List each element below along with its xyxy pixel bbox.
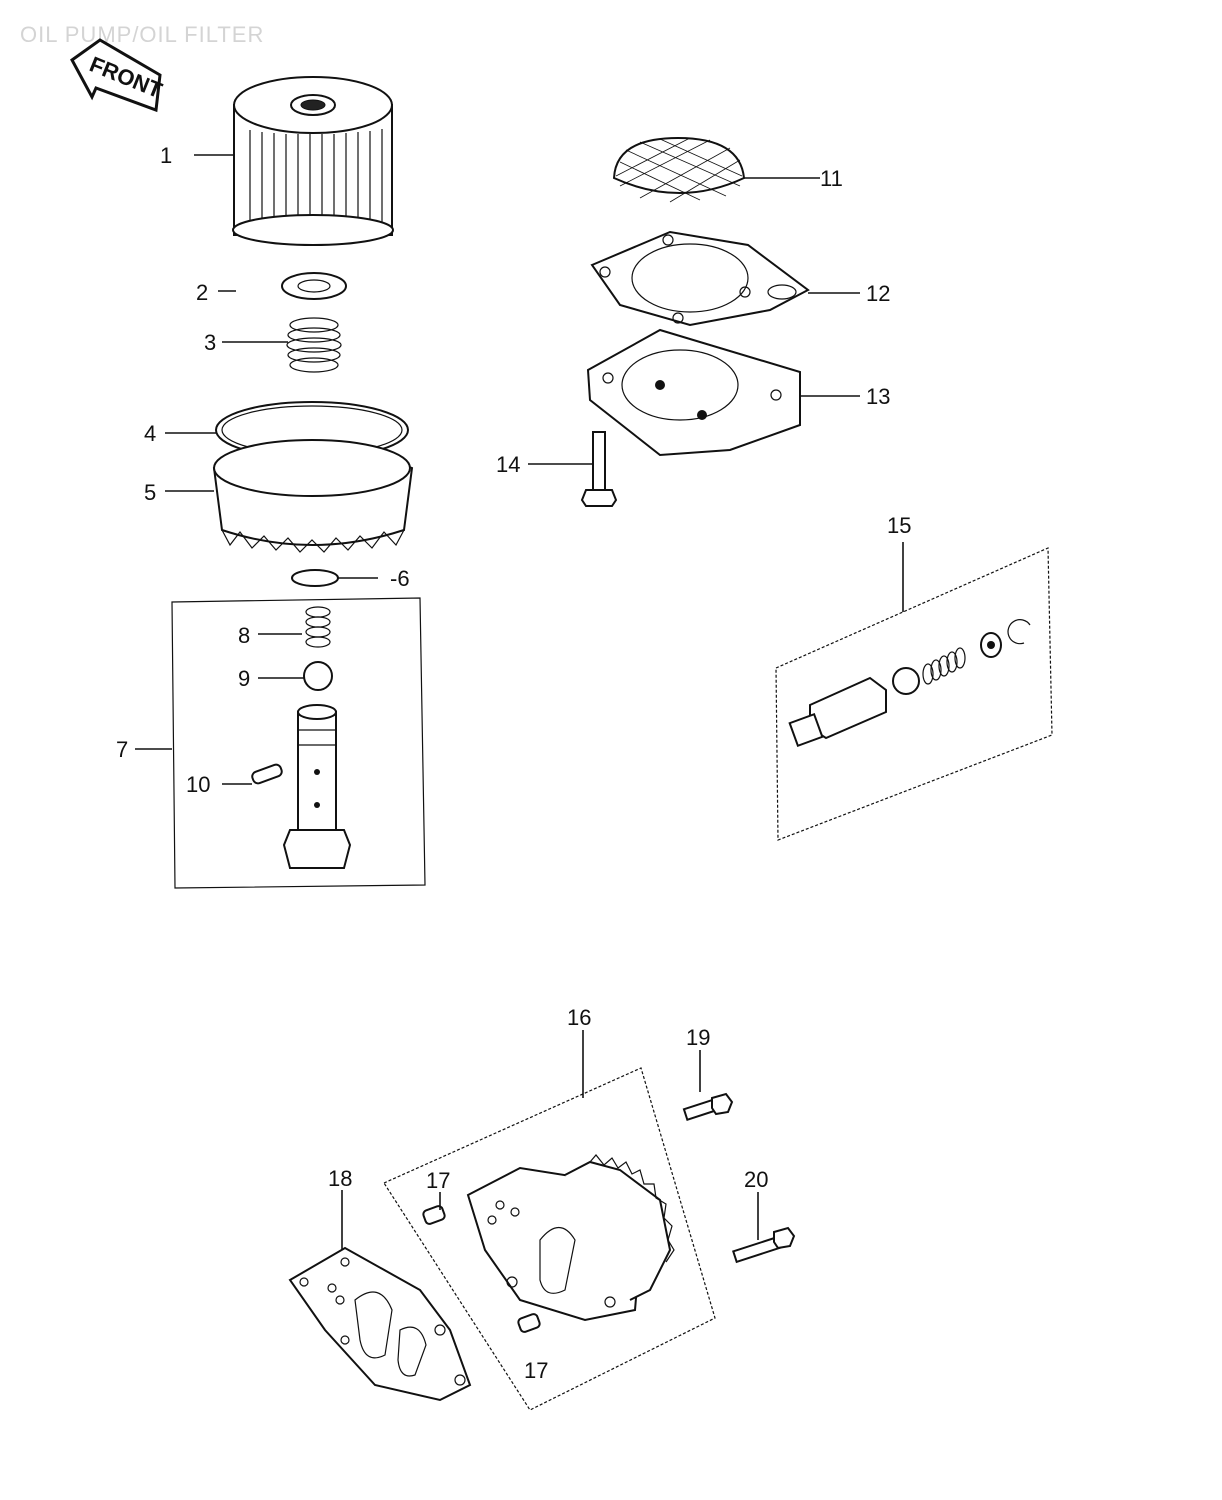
callout-9: 9 xyxy=(238,666,250,691)
relief-valve-group xyxy=(775,547,1053,841)
pump-gasket-part xyxy=(288,1246,472,1402)
callout-11: 11 xyxy=(820,166,843,191)
callout-10: 10 xyxy=(186,772,210,797)
callout-8: 8 xyxy=(238,623,250,648)
callout-6: -6 xyxy=(390,566,410,591)
callout-7: 7 xyxy=(116,737,128,762)
spring-part xyxy=(286,317,342,373)
cover-bolt-part xyxy=(580,431,618,507)
valve-spring-part xyxy=(305,606,331,648)
pump-bolt-20-part xyxy=(732,1226,796,1264)
pump-bolt-19-part xyxy=(682,1092,734,1121)
callout-19: 19 xyxy=(686,1025,710,1050)
bypass-valve-group-bracket xyxy=(171,597,426,889)
diagram-title: OIL PUMP/OIL FILTER xyxy=(20,22,265,47)
callout-18: 18 xyxy=(328,1166,352,1191)
oil-pump-assembly-group xyxy=(383,1067,716,1411)
small-o-ring-part xyxy=(291,569,339,587)
callout-1: 1 xyxy=(160,143,172,168)
callout-15: 15 xyxy=(887,513,911,538)
front-arrow-icon: FRONT xyxy=(70,38,166,113)
callout-13: 13 xyxy=(866,384,890,409)
check-ball-part xyxy=(303,661,333,691)
bypass-valve-body-part xyxy=(282,704,352,869)
washer-part xyxy=(281,272,347,300)
gasket-part xyxy=(590,230,810,327)
callout-2: 2 xyxy=(196,280,208,305)
callout-3: 3 xyxy=(204,330,216,355)
callout-4: 4 xyxy=(144,421,156,446)
callout-17-bottom: 17 xyxy=(524,1358,548,1383)
filter-cover-part xyxy=(212,439,414,553)
callout-16: 16 xyxy=(567,1005,591,1030)
callout-12: 12 xyxy=(866,281,890,306)
callout-20: 20 xyxy=(744,1167,768,1192)
pump-cover-part xyxy=(586,328,801,457)
oil-filter-part xyxy=(232,76,394,246)
leader-lines xyxy=(135,154,904,1250)
callout-14: 14 xyxy=(496,452,520,477)
oil-screen-part xyxy=(612,136,746,203)
callout-5: 5 xyxy=(144,480,156,505)
pin-part xyxy=(251,763,283,785)
callout-17-top: 17 xyxy=(426,1168,450,1193)
